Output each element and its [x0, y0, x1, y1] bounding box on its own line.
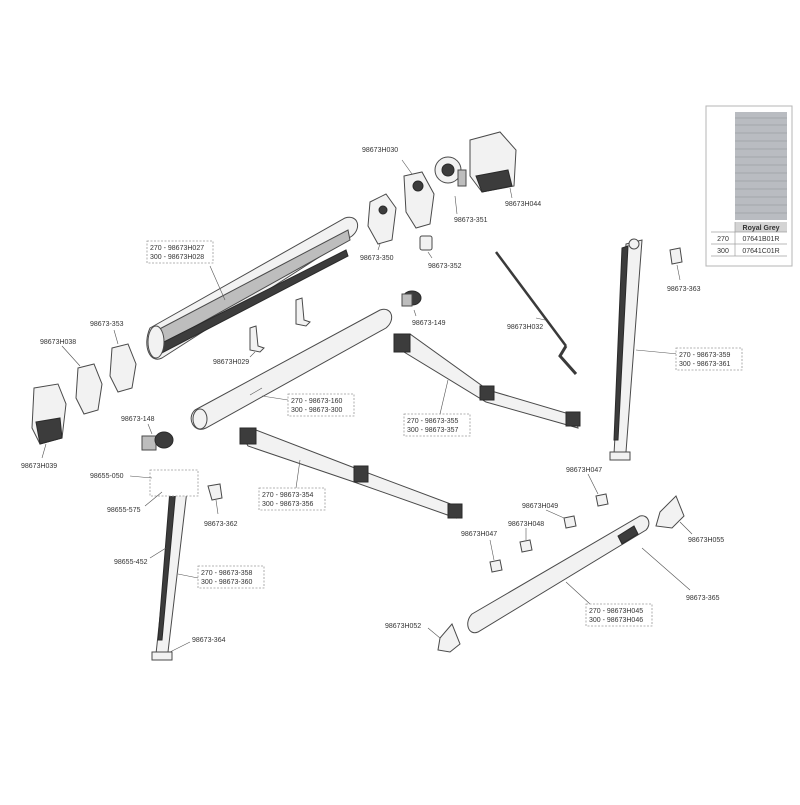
- label-98673H044: 98673H044: [505, 201, 541, 208]
- cassette-profile: [146, 216, 359, 360]
- label-98673-300: 300 - 98673-300: [291, 407, 342, 414]
- bushing-352: [419, 235, 433, 251]
- label-98673-350: 98673-350: [360, 255, 394, 262]
- label-98673-365: 98673-365: [686, 595, 720, 602]
- label-98673-357: 300 - 98673-357: [407, 427, 458, 434]
- label-98673H048: 98673H048: [508, 521, 544, 528]
- colour-table-header-cell: [735, 222, 787, 232]
- colour-table-header: Royal Grey: [743, 225, 780, 232]
- label-98673-359: 270 - 98673-359: [679, 352, 730, 359]
- label-98673H047-upper: 98673H047: [566, 467, 602, 474]
- clip-h047-lower: [489, 559, 503, 573]
- label-98673-362: 98673-362: [204, 521, 238, 528]
- label-98673H027: 270 - 98673H027: [150, 245, 204, 252]
- label-98673-361: 300 - 98673-361: [679, 361, 730, 368]
- end-plate: [367, 193, 397, 245]
- bracket-363: [669, 247, 683, 265]
- label-98673-353: 98673-353: [90, 321, 124, 328]
- front-bar: [467, 515, 650, 634]
- colour-table-size-300: 300: [717, 248, 729, 255]
- label-98673H038: 98673H038: [40, 339, 76, 346]
- label-98673-352: 98673-352: [428, 263, 462, 270]
- fabric-swatch-panel: Royal Grey 270 07641B01R 300 07641C01R: [705, 105, 793, 267]
- label-98655-050: 98655-050: [90, 473, 124, 480]
- clip-h048: [519, 539, 533, 553]
- label-98673-355: 270 - 98673-355: [407, 418, 458, 425]
- label-98673H047-lower: 98673H047: [461, 531, 497, 538]
- wall-brackets: [249, 297, 311, 353]
- label-98673H029: 98673H029: [213, 359, 249, 366]
- roller-tube: [190, 308, 393, 430]
- label-98673H046: 300 - 98673H046: [589, 617, 643, 624]
- label-98673-351: 98673-351: [454, 217, 488, 224]
- label-98673H045: 270 - 98673H045: [589, 608, 643, 615]
- clip-h049: [563, 515, 577, 529]
- label-98673H028: 300 - 98673H028: [150, 254, 204, 261]
- colour-table-size-270: 270: [717, 236, 729, 243]
- label-98673-356: 300 - 98673-356: [262, 501, 313, 508]
- upper-arm-355: [393, 333, 581, 429]
- end-cap-right: [469, 131, 517, 193]
- colour-table-code-270: 07641B01R: [743, 236, 780, 243]
- label-98673H030: 98673H030: [362, 147, 398, 154]
- label-98673H032: 98673H032: [507, 324, 543, 331]
- label-98655-575: 98655-575: [107, 507, 141, 514]
- label-98673-363: 98673-363: [667, 286, 701, 293]
- label-98655-452: 98655-452: [114, 559, 148, 566]
- label-98673-160: 270 - 98673-160: [291, 398, 342, 405]
- left-end-plate-h038: [75, 363, 103, 415]
- royal-grey-swatch: [735, 112, 787, 220]
- bracket-362: [207, 483, 223, 501]
- lower-arm-354: [239, 427, 463, 519]
- label-98673-149: 98673-149: [412, 320, 446, 327]
- support-leg-right: [609, 238, 643, 461]
- crank-handle: [494, 251, 578, 375]
- gear-housing: [434, 156, 467, 187]
- label-98673-354: 270 - 98673-354: [262, 492, 313, 499]
- end-cap-left: [31, 383, 67, 445]
- end-plate-mechanism: [403, 171, 435, 229]
- swatch-texture: [735, 117, 787, 214]
- label-98673H055: 98673H055: [688, 537, 724, 544]
- label-98673-148: 98673-148: [121, 416, 155, 423]
- front-bar-end-h052: [437, 623, 461, 653]
- label-98673-360: 300 - 98673-360: [201, 579, 252, 586]
- label-98673-358: 270 - 98673-358: [201, 570, 252, 577]
- colour-table-code-300: 07641C01R: [742, 248, 779, 255]
- label-98673-364: 98673-364: [192, 637, 226, 644]
- label-98673H049: 98673H049: [522, 503, 558, 510]
- spring-plug-149: [401, 290, 422, 307]
- label-98673H052: 98673H052: [385, 623, 421, 630]
- support-leg-left: [151, 476, 189, 661]
- spring-plug-148: [141, 431, 174, 451]
- label-98673H039: 98673H039: [21, 463, 57, 470]
- clip-h047-upper: [595, 493, 609, 507]
- left-end-plate-353: [109, 343, 137, 393]
- front-bar-end-h055: [655, 495, 685, 529]
